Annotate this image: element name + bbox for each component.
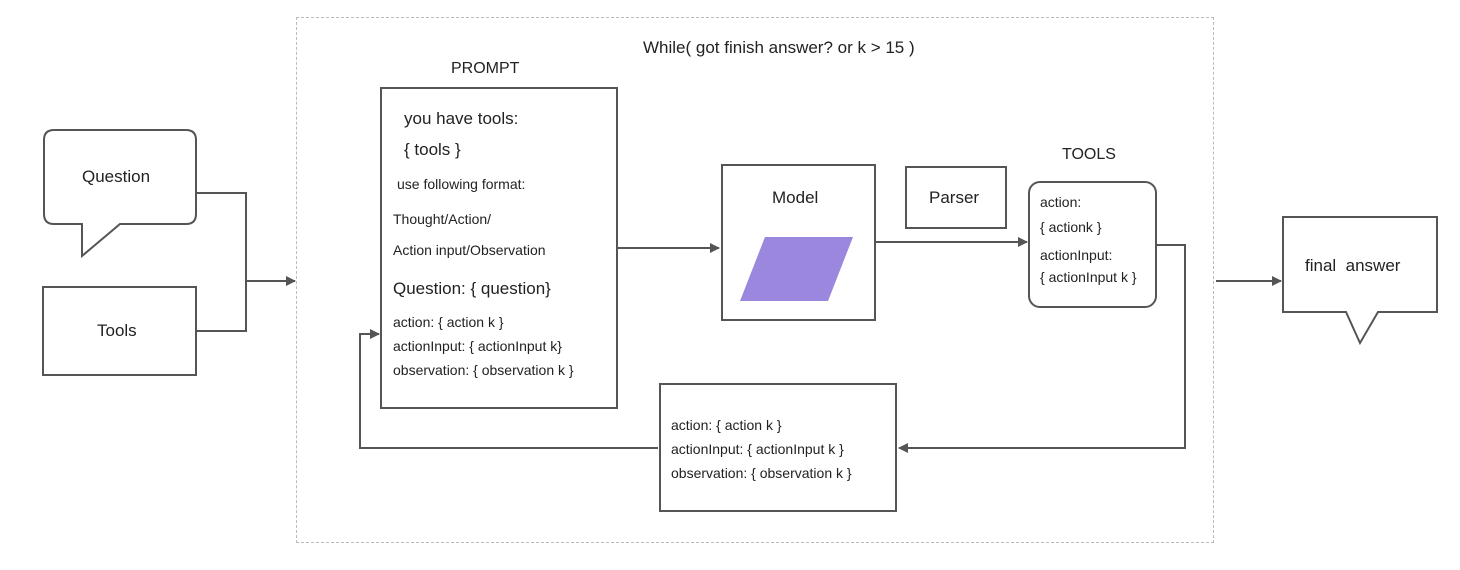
prompt-line: Thought/Action/	[393, 211, 492, 227]
tools-panel-line: action:	[1040, 194, 1082, 210]
prompt-line: observation: { observation k }	[393, 362, 574, 378]
question-connector	[196, 192, 247, 281]
observation-to-prompt-arrow	[359, 329, 658, 449]
question-label: Question	[82, 167, 151, 186]
prompt-line: actionInput: { actionInput k}	[393, 338, 562, 354]
parser-box	[905, 166, 1007, 229]
parser-label: Parser	[929, 188, 980, 207]
tools-panel-title: TOOLS	[1062, 146, 1116, 163]
tools-panel-line: { actionInput k }	[1040, 269, 1137, 285]
tools-input-label: Tools	[97, 321, 137, 340]
prompt-box	[380, 87, 618, 409]
model-box	[721, 164, 876, 321]
model-label: Model	[772, 188, 819, 207]
prompt-line: Question: { question}	[393, 279, 551, 298]
loop-frame	[296, 17, 1214, 543]
model-parallelogram-shape	[740, 237, 853, 301]
tools-to-observation-arrow	[898, 244, 1186, 453]
tools-panel-box	[1028, 181, 1157, 308]
prompt-line: { tools }	[404, 140, 461, 159]
final-answer-bubble-shape	[1282, 216, 1438, 346]
tools-panel-line: actionInput:	[1040, 247, 1113, 263]
observation-line: action: { action k }	[671, 417, 782, 433]
loop-condition-label: While( got finish answer? or k > 15 )	[643, 38, 915, 57]
observation-box	[659, 383, 897, 512]
tools-connector	[196, 281, 247, 332]
question-bubble-shape	[43, 129, 197, 259]
final-answer-label: final answer	[1305, 256, 1401, 275]
prompt-line: you have tools:	[404, 109, 519, 128]
tools-panel-line: { actionk }	[1040, 219, 1102, 235]
tools-input-box	[42, 286, 197, 376]
prompt-line: action: { action k }	[393, 314, 504, 330]
observation-line: actionInput: { actionInput k }	[671, 441, 844, 457]
prompt-line: Action input/Observation	[393, 242, 546, 258]
prompt-line: use following format:	[397, 176, 526, 192]
observation-line: observation: { observation k }	[671, 465, 852, 481]
prompt-title: PROMPT	[451, 60, 520, 77]
